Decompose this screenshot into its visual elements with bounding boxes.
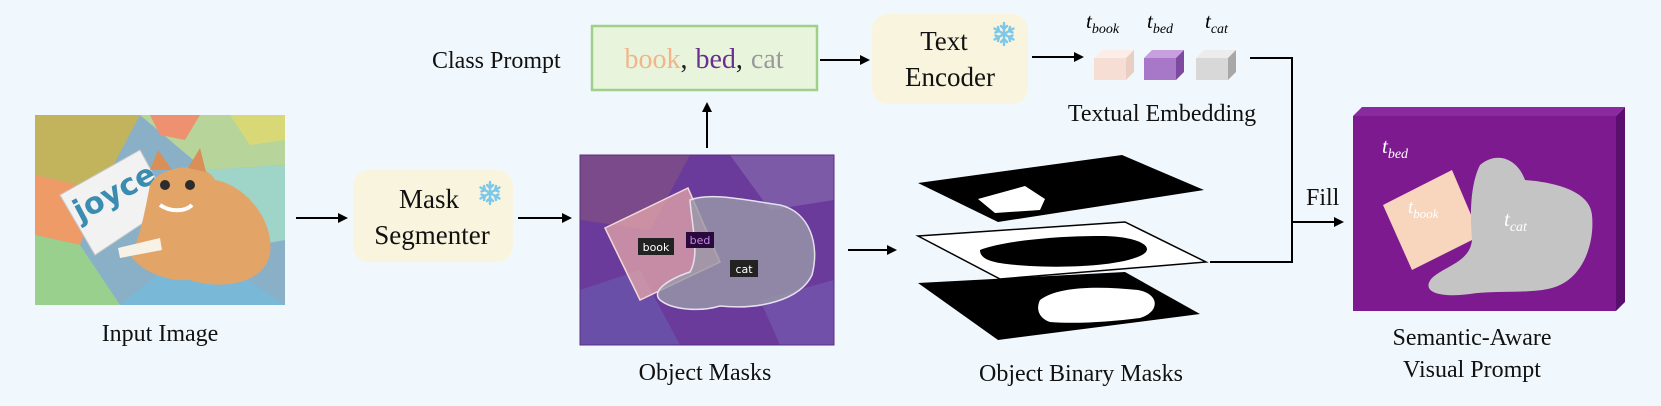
input-image: joyce [35, 115, 285, 305]
class-prompt-label: Class Prompt [432, 48, 561, 74]
prompt-word-book: book [624, 44, 680, 75]
visual-prompt-label-line2: Visual Prompt [1403, 357, 1541, 383]
output-token-book: tbook [1408, 197, 1439, 221]
emb-token-book: tbook [1086, 9, 1120, 37]
class-prompt-box: book,bed,cat [590, 24, 819, 92]
emb-token-cat: tcat [1205, 9, 1229, 37]
prompt-word-bed: bed [695, 44, 735, 75]
prompt-sep-2: , [736, 44, 743, 75]
textual-embedding-label: Textual Embedding [1068, 101, 1256, 127]
tag-cat: cat [735, 263, 753, 276]
mask-segmenter-line1: Mask [399, 184, 459, 214]
emb-cuboid-book [1094, 50, 1134, 80]
output-cat-region [1428, 157, 1593, 296]
emb-cuboid-bed [1144, 50, 1184, 80]
object-binary-masks [915, 155, 1209, 340]
emb-token-bed: tbed [1147, 9, 1174, 37]
output-book-region [1383, 170, 1480, 270]
text-encoder-box: Text Encoder [872, 14, 1028, 104]
output-token-cat: tcat [1504, 207, 1528, 235]
photo-cat [118, 148, 271, 285]
object-masks-label: Object Masks [639, 360, 772, 386]
tag-bed: bed [690, 234, 711, 247]
text-encoder-line1: Text [920, 26, 968, 56]
mask-segmenter-box: Mask Segmenter [353, 170, 513, 262]
tag-book: book [643, 241, 670, 254]
binary-masks-label: Object Binary Masks [979, 361, 1183, 387]
prompt-word-cat: cat [751, 44, 784, 75]
output-token-bed: tbed [1382, 134, 1409, 162]
object-masks-image: book bed cat [579, 154, 835, 346]
fill-label: Fill [1306, 185, 1340, 211]
cat-mask [656, 195, 816, 311]
text-encoder-line2: Encoder [905, 62, 995, 92]
svg-text:book,bed,cat: book,bed,cat [624, 44, 783, 75]
visual-prompt-output: tbed tbook tcat [1353, 107, 1625, 311]
visual-prompt-label-line1: Semantic-Aware [1392, 325, 1551, 351]
emb-cuboid-cat [1196, 50, 1236, 80]
mask-segmenter-line2: Segmenter [374, 220, 489, 250]
prompt-sep-1: , [680, 44, 687, 75]
connector-embedding-to-fill [1250, 57, 1293, 218]
textual-embedding: tbook tbed tcat Textual Embedding [1068, 9, 1256, 127]
input-image-label: Input Image [102, 321, 219, 347]
connector-binary-to-fill [1210, 218, 1293, 263]
